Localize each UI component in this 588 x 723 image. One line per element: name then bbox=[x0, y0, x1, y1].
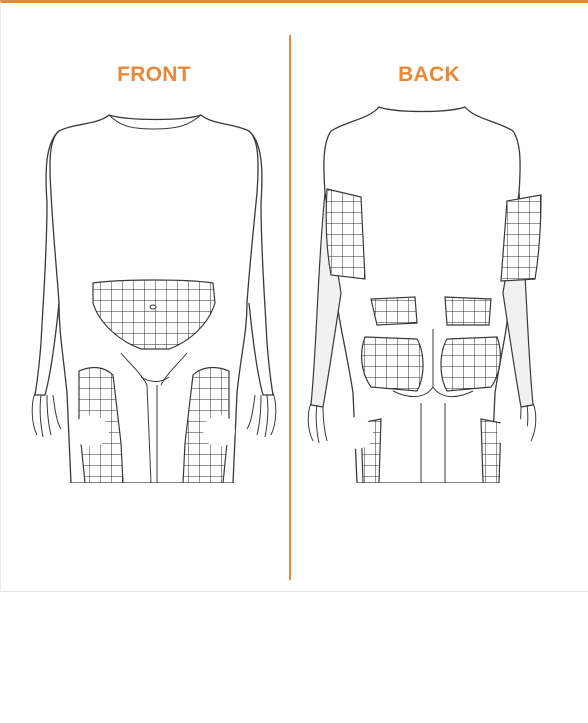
front-left-arm bbox=[34, 130, 60, 396]
front-body bbox=[31, 114, 277, 483]
back-right-upper-arm-injection-zone bbox=[500, 194, 542, 282]
body-diagram-figure: FRONT BACK bbox=[0, 0, 588, 592]
back-left-upper-arm-injection-zone bbox=[325, 188, 366, 280]
back-left-flank-injection-zone bbox=[370, 296, 418, 326]
front-abdomen-injection-zone bbox=[92, 279, 216, 350]
front-right-arm bbox=[248, 130, 274, 396]
back-left-buttock-injection-zone bbox=[361, 336, 424, 392]
navel-icon bbox=[149, 304, 157, 310]
back-left-hand bbox=[307, 402, 328, 444]
view-divider bbox=[289, 35, 291, 580]
back-right-buttock-injection-zone bbox=[440, 336, 501, 392]
back-right-thigh-injection-zone bbox=[480, 418, 502, 483]
front-view-label: FRONT bbox=[117, 63, 191, 86]
back-body bbox=[307, 106, 542, 483]
back-right-flank-injection-zone bbox=[444, 296, 492, 326]
back-view-label: BACK bbox=[398, 63, 460, 86]
front-right-hand bbox=[246, 392, 277, 438]
front-left-hand bbox=[31, 392, 62, 438]
body-illustration bbox=[31, 106, 542, 483]
